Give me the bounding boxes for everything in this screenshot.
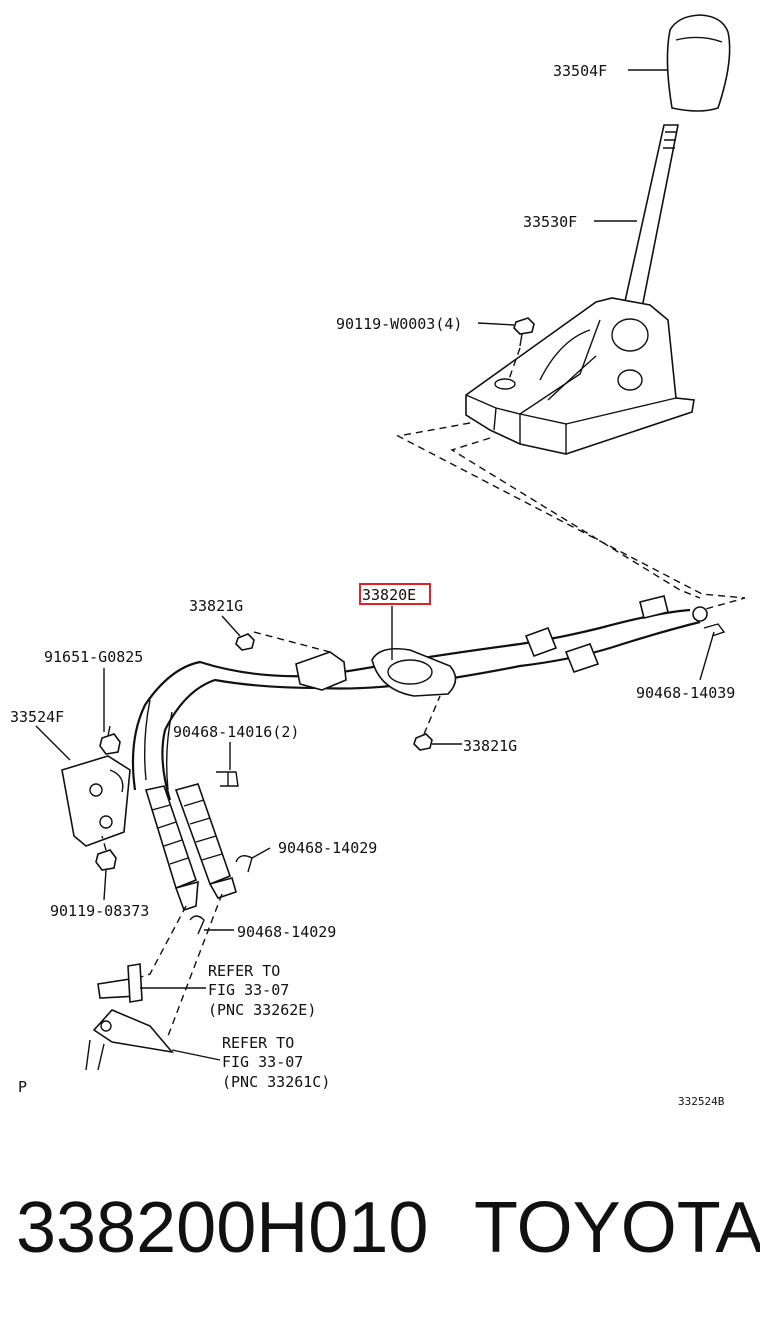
highlight-box (359, 583, 431, 605)
shifter-housing[interactable] (465, 297, 695, 455)
transmission-select-lever[interactable] (85, 1009, 175, 1071)
label-clip-a: 90468-14029 (278, 839, 377, 857)
clip-b[interactable] (189, 915, 205, 935)
label-clip-right: 90468-14039 (636, 684, 735, 702)
label-knob: 33504F (553, 62, 607, 80)
label-ref2-line3: (PNC 33261C) (222, 1073, 330, 1091)
label-bolt: 90119-W0003(4) (336, 315, 462, 333)
label-cable: 33820E (362, 586, 416, 604)
parts-diagram: 33504F 33530F 90119-W0003(4) (10, 14, 746, 1108)
shift-knob[interactable] (666, 14, 731, 112)
corner-mark: P (18, 1078, 27, 1096)
label-nut-upper: 33821G (189, 597, 243, 615)
bracket-bolt-top[interactable] (99, 725, 121, 755)
part-number: 338200H010 (16, 1188, 429, 1268)
label-bolt-bottom: 90119-08373 (50, 902, 149, 920)
bracket-bolt-bottom[interactable] (95, 849, 117, 901)
nut-upper[interactable] (235, 633, 255, 651)
label-bracket: 33524F (10, 708, 64, 726)
cable-assembly[interactable] (131, 595, 708, 912)
label-ref2-line2: FIG 33-07 (222, 1053, 303, 1071)
brand-name: TOYOTA (474, 1188, 760, 1268)
transmission-shift-lever[interactable] (97, 963, 143, 1003)
label-lever: 33530F (523, 213, 577, 231)
clip-right[interactable] (703, 623, 726, 637)
label-bolt-left: 91651-G0825 (44, 648, 143, 666)
clip-mid[interactable] (216, 771, 239, 787)
label-ref1-line3: (PNC 33262E) (208, 1001, 316, 1019)
label-ref1-line2: FIG 33-07 (208, 981, 289, 999)
label-nut-lower: 33821G (463, 737, 517, 755)
housing-bolt[interactable] (513, 317, 535, 347)
drawing-id: 332524B (678, 1095, 725, 1108)
label-clip-mid: 90468-14016(2) (173, 723, 299, 741)
label-ref2-line1: REFER TO (222, 1034, 294, 1052)
cable-bracket[interactable] (61, 755, 131, 847)
label-clip-b: 90468-14029 (237, 923, 336, 941)
footer: 338200H010 TOYOTA (0, 1180, 760, 1290)
clip-a[interactable] (235, 855, 253, 873)
label-ref1-line1: REFER TO (208, 962, 280, 980)
leader-bolt (477, 322, 515, 326)
nut-lower[interactable] (413, 733, 433, 751)
